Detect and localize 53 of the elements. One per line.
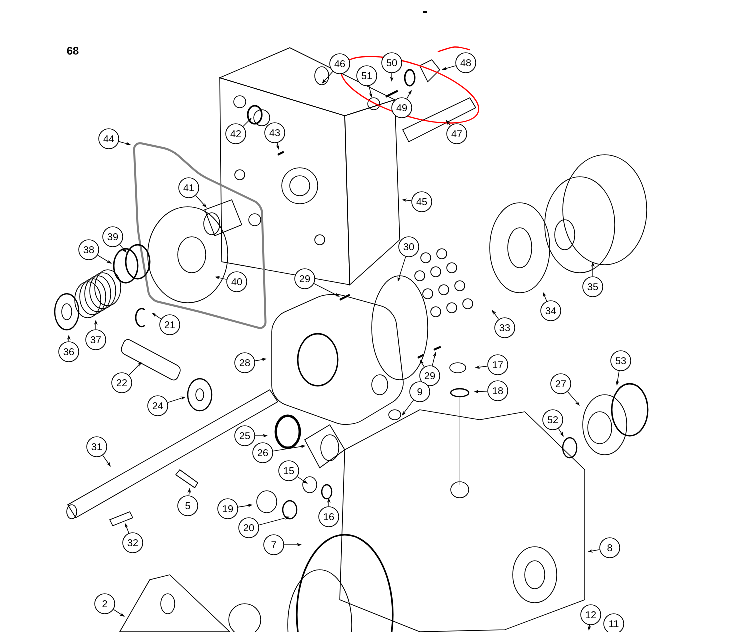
callout-number: 38 [78, 240, 100, 260]
callout-number: 22 [112, 372, 132, 394]
callout-number: 28 [234, 352, 256, 374]
leader-line [567, 392, 580, 406]
callout-number: 36 [58, 342, 80, 362]
callout-number: 8 [600, 538, 620, 558]
callout-number: 35 [582, 276, 604, 298]
leader-line [120, 244, 127, 253]
callout-number: 19 [218, 498, 238, 520]
callout-number: 44 [98, 128, 120, 150]
callout-number: 32 [122, 532, 144, 554]
callout-number: 27 [550, 374, 572, 394]
leader-line [243, 118, 252, 127]
callout-number: 5 [178, 496, 198, 516]
leader-line [196, 195, 207, 208]
callout-number: 30 [398, 236, 420, 258]
callout-number: 29 [294, 268, 316, 290]
callout-number: 16 [318, 506, 340, 528]
callout-number: 43 [264, 122, 286, 144]
callout-number: 21 [160, 314, 180, 336]
callout-number: 49 [392, 98, 412, 118]
callout-number: 51 [356, 66, 378, 86]
leader-line [128, 362, 142, 376]
callout-number: 52 [542, 410, 564, 430]
callout-number: 11 [604, 614, 624, 632]
leader-line [446, 120, 451, 126]
callout-number: 17 [488, 354, 508, 376]
callout-number: 42 [226, 124, 246, 144]
callout-number: 40 [226, 272, 248, 292]
callout-number: 47 [446, 124, 468, 144]
callout-number: 7 [264, 534, 284, 556]
callout-number: 20 [238, 518, 260, 538]
callout-number: 15 [278, 460, 300, 482]
page-number: 68 [67, 47, 79, 55]
callout-number: 34 [540, 300, 562, 322]
callout-number: 26 [252, 442, 274, 464]
callout-number: 33 [494, 318, 516, 338]
callout-number: 25 [234, 426, 256, 446]
callout-number: 9 [410, 382, 430, 402]
callout-number: 41 [178, 178, 200, 198]
callout-number: 48 [456, 52, 476, 74]
callout-number: 31 [86, 436, 108, 458]
callout-number: 18 [488, 380, 508, 402]
callout-number: 2 [94, 594, 116, 614]
callout-number: 24 [148, 396, 168, 416]
callout-number: 37 [86, 330, 106, 350]
callout-number: 50 [382, 52, 402, 74]
callout-number: 46 [330, 54, 350, 74]
callout-number: 39 [102, 226, 124, 248]
callout-number: 12 [580, 604, 602, 626]
callout-number: 53 [610, 350, 632, 372]
leader-line [322, 71, 334, 84]
callout-number: 45 [412, 192, 432, 212]
